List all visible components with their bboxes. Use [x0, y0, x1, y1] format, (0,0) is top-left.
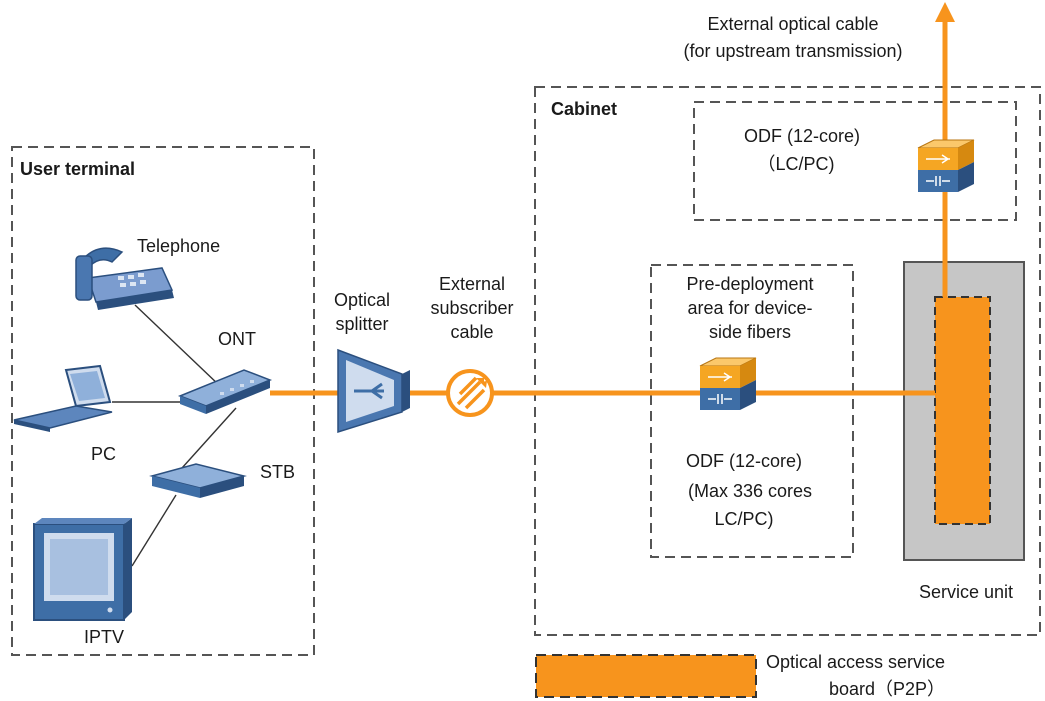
- odf-main-label-1: ODF (12-core): [686, 451, 802, 471]
- user-terminal-title: User terminal: [20, 159, 135, 179]
- cabinet-title: Cabinet: [551, 99, 617, 119]
- service-board-slot: [934, 296, 991, 525]
- telephone-icon: [75, 247, 174, 310]
- odf-top-label-1: ODF (12-core): [744, 126, 860, 146]
- external-cable-label-2: (for upstream transmission): [683, 41, 902, 61]
- splitter-icon: [337, 348, 410, 434]
- arrow-up-icon: [935, 2, 955, 22]
- external-cable-label-1: External optical cable: [707, 14, 878, 34]
- legend-label-2: board（P2P）: [829, 679, 945, 699]
- subscriber-cable-label-3: cable: [450, 322, 493, 342]
- odf-icon: [699, 357, 757, 410]
- odf-main-label-2: (Max 336 cores: [688, 481, 812, 501]
- ont-label: ONT: [218, 329, 256, 349]
- tv-icon: [33, 518, 132, 621]
- fiber-lines: [270, 18, 948, 396]
- service-unit-label: Service unit: [919, 582, 1013, 602]
- legend-swatch: [535, 654, 757, 698]
- pc-label: PC: [91, 444, 116, 464]
- telephone-label: Telephone: [137, 236, 220, 256]
- legend-label-1: Optical access service: [766, 652, 945, 672]
- pre-deployment-box: [650, 264, 854, 558]
- odf-top-label-2: （LC/PC): [757, 154, 834, 174]
- ont-icon: [177, 369, 273, 414]
- cabinet-box: [534, 86, 1041, 636]
- pre-deploy-label-1: Pre-deployment: [686, 274, 813, 294]
- splitter-label-1: Optical: [334, 290, 390, 310]
- stb-label: STB: [260, 462, 295, 482]
- splitter-label-2: splitter: [335, 314, 388, 334]
- pre-deploy-label-3: side fibers: [709, 322, 791, 342]
- device-links: [112, 304, 237, 567]
- odf-top-icon: [917, 139, 975, 192]
- laptop-icon: [13, 364, 113, 432]
- subscriber-cable-label-2: subscriber: [430, 298, 513, 318]
- pre-deploy-label-2: area for device-: [687, 298, 812, 318]
- cable-reel-icon: [446, 369, 494, 417]
- iptv-label: IPTV: [84, 627, 124, 647]
- odf-main-label-3: LC/PC): [714, 509, 773, 529]
- subscriber-cable-label-1: External: [439, 274, 505, 294]
- user-terminal-box: [11, 146, 315, 656]
- stb-icon: [149, 463, 247, 498]
- odf-top-box: [693, 101, 1017, 221]
